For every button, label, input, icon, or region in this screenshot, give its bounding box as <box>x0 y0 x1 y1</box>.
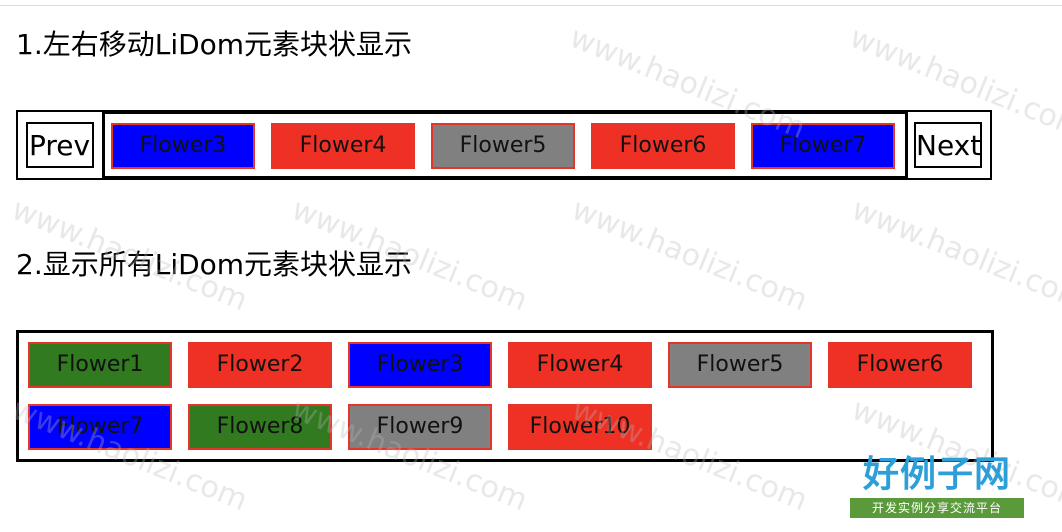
watermark-text: www.haolizi.com <box>566 192 813 319</box>
flower-item: Flower5 <box>431 123 575 169</box>
flower-item: Flower3 <box>111 123 255 169</box>
flower-item: Flower6 <box>828 342 972 388</box>
carousel-viewport: Flower3 Flower4 Flower5 Flower6 Flower7 <box>102 111 908 179</box>
section-title-move: 1.左右移动LiDom元素块状显示 <box>16 28 413 61</box>
top-divider <box>0 0 1062 6</box>
flower-item: Flower2 <box>188 342 332 388</box>
prev-button[interactable]: Prev <box>26 122 94 168</box>
logo-title: 好例子网 <box>862 454 1011 495</box>
section-title-all: 2.显示所有LiDom元素块状显示 <box>16 248 413 281</box>
flower-item: Flower1 <box>28 342 172 388</box>
carousel-container: Prev Flower3 Flower4 Flower5 Flower6 Flower7… <box>16 110 992 180</box>
site-logo: 好例子网 开发实例分享交流平台 <box>850 452 1024 522</box>
flower-item: Flower8 <box>188 404 332 450</box>
flower-item: Flower10 <box>508 404 652 450</box>
flower-item: Flower7 <box>751 123 895 169</box>
watermark-text: www.haolizi.com <box>846 192 1062 319</box>
flower-item: Flower4 <box>508 342 652 388</box>
carousel-list: Flower3 Flower4 Flower5 Flower6 Flower7 <box>111 123 895 169</box>
flower-item: Flower6 <box>591 123 735 169</box>
logo-tagline: 开发实例分享交流平台 <box>850 498 1024 518</box>
flower-item: Flower3 <box>348 342 492 388</box>
flower-item: Flower4 <box>271 123 415 169</box>
flower-item: Flower9 <box>348 404 492 450</box>
flower-item: Flower5 <box>668 342 812 388</box>
next-button[interactable]: Next <box>914 122 982 168</box>
flower-item: Flower7 <box>28 404 172 450</box>
